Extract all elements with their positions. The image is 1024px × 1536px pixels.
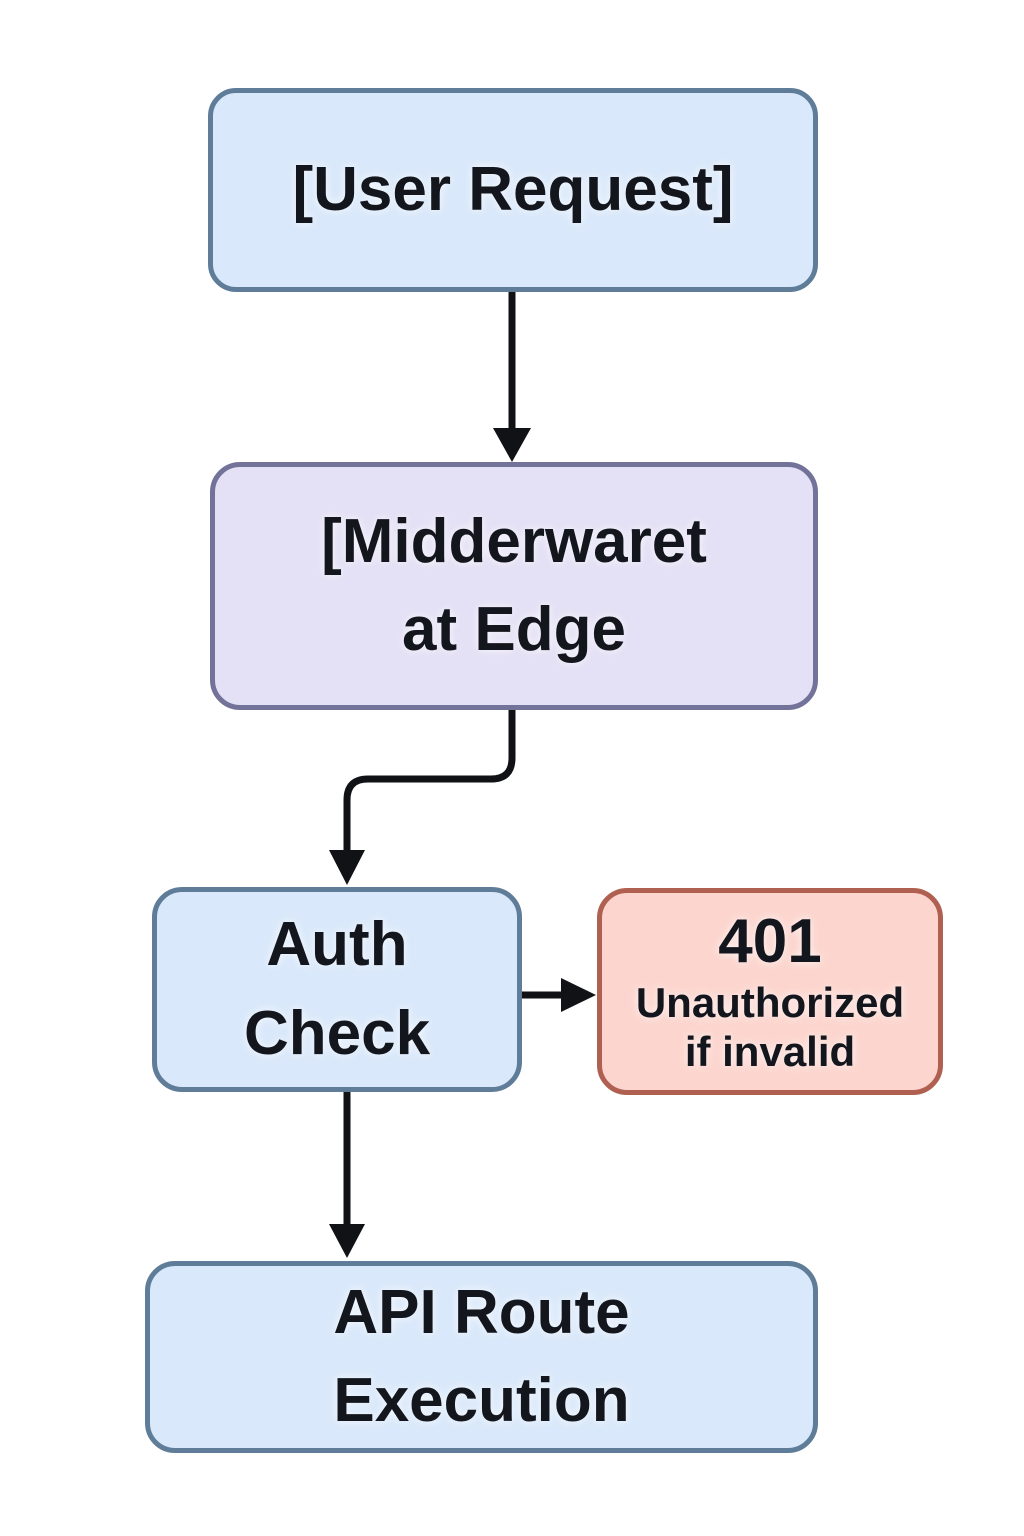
node-auth-check-label-line1: Auth [266,910,408,980]
node-api-route-execution: API Route Execution [145,1261,818,1453]
node-401-status-code: 401 [718,907,822,977]
node-auth-check-label-line2: Check [243,998,431,1068]
arrow-middleware-to-auth-head [329,850,365,885]
node-middleware-edge-label-line2: at Edge [402,595,626,664]
node-401-unauthorized: 401 Unauthorized if invalid [597,888,943,1095]
node-401-label-line2: if invalid [684,1028,856,1076]
arrow-user-to-middleware-head [493,428,531,462]
arrow-user-to-middleware [493,292,531,462]
node-middleware-edge-label-line1: [Midderwaret [321,506,707,576]
arrow-middleware-to-auth [329,710,516,885]
node-api-route-label-line2: Execution [333,1366,630,1435]
node-401-label-line1: Unauthorized [635,978,905,1026]
node-middleware-edge: [Midderwaret at Edge [210,462,818,710]
arrow-middleware-to-auth-line [343,710,516,852]
arrow-auth-to-401 [522,978,596,1012]
arrow-auth-to-401-head [561,978,596,1012]
node-user-request-label: [User Request] [292,154,734,224]
arrow-auth-to-api [329,1092,365,1258]
arrow-auth-to-api-head [329,1224,365,1258]
node-api-route-label-line1: API Route [333,1277,630,1347]
node-auth-check: Auth Check [152,887,522,1092]
node-user-request: [User Request] [208,88,818,292]
